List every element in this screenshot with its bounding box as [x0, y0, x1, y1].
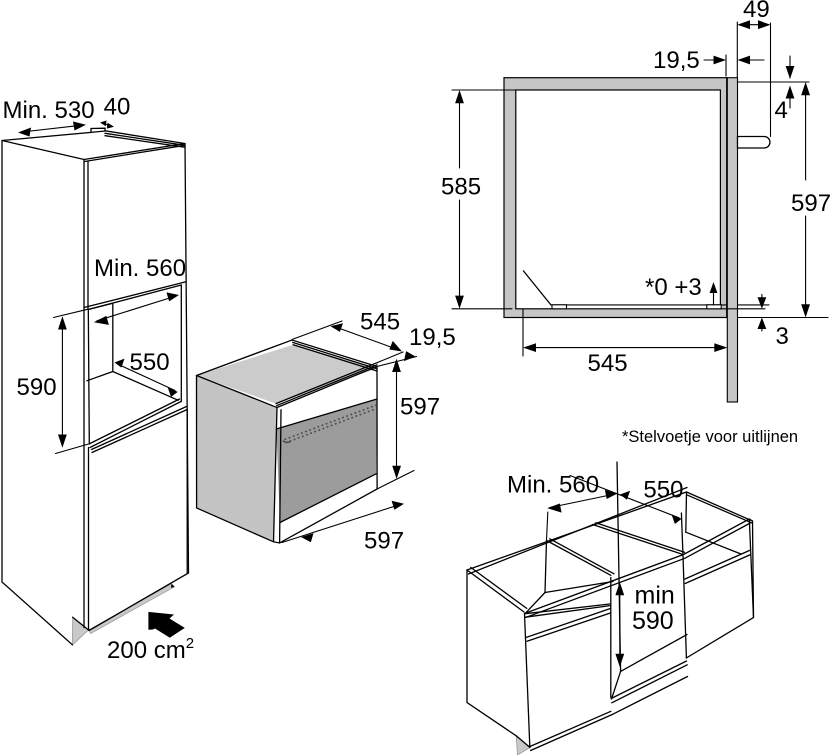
svg-text:19,5: 19,5: [653, 47, 700, 74]
svg-text:200 cm2: 200 cm2: [107, 635, 194, 664]
svg-text:40: 40: [104, 93, 131, 120]
svg-text:597: 597: [400, 394, 440, 421]
svg-text:Min. 560: Min. 560: [94, 255, 186, 282]
svg-text:min: min: [635, 581, 675, 609]
svg-text:597: 597: [791, 190, 830, 217]
svg-text:550: 550: [130, 349, 170, 376]
svg-text:Min. 530: Min. 530: [3, 97, 95, 124]
svg-text:550: 550: [643, 477, 683, 504]
svg-text:*0 +3: *0 +3: [645, 274, 702, 301]
svg-text:49: 49: [743, 0, 770, 23]
svg-text:545: 545: [588, 350, 628, 377]
svg-text:Min. 560: Min. 560: [507, 472, 599, 499]
svg-text:545: 545: [360, 309, 400, 336]
svg-text:597: 597: [364, 528, 404, 555]
svg-text:4: 4: [775, 97, 788, 124]
svg-text:590: 590: [632, 607, 674, 635]
svg-text:19,5: 19,5: [409, 324, 456, 351]
svg-text:590: 590: [17, 374, 57, 401]
svg-text:*Stelvoetje voor uitlijnen: *Stelvoetje voor uitlijnen: [622, 428, 798, 446]
svg-text:3: 3: [776, 323, 789, 350]
svg-text:585: 585: [441, 174, 481, 201]
